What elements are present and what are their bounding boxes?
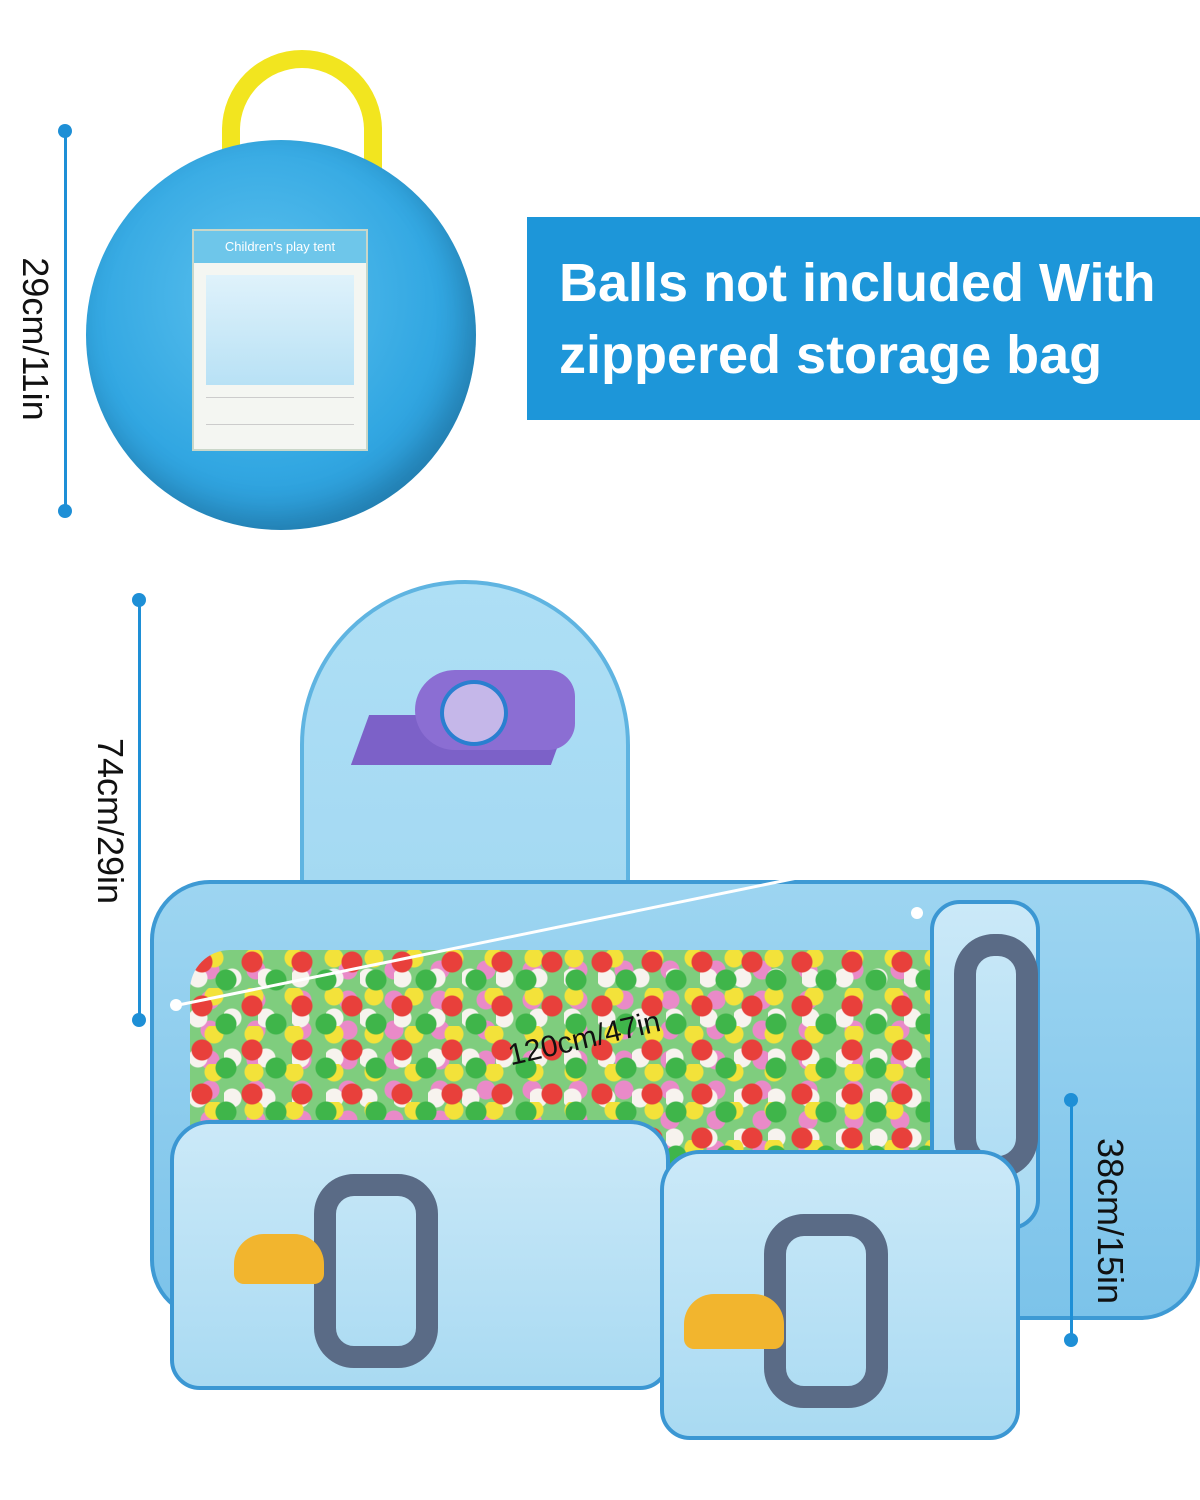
wall-height-label: 38cm/15in — [1090, 1137, 1131, 1305]
basketball-hoop — [440, 680, 508, 746]
banner-line-1: Balls not included With — [559, 253, 1156, 313]
pit-dimension-bottom-dot — [132, 1013, 146, 1027]
road-pattern — [764, 1214, 888, 1408]
road-pattern — [954, 934, 1038, 1178]
car-picture — [234, 1234, 324, 1284]
info-banner: Balls not included With zippered storage… — [527, 217, 1200, 420]
pit-front-panel-left — [170, 1120, 670, 1390]
pit-diameter-left-dot — [170, 999, 182, 1011]
pit-height-label: 74cm/29in — [90, 737, 131, 905]
bag-dimension-top-dot — [58, 124, 72, 138]
pit-diameter-right-dot — [911, 907, 923, 919]
bag-product-label: Children's play tent — [192, 229, 368, 451]
pit-front-panel-right — [660, 1150, 1020, 1440]
bag-label-picture — [206, 275, 354, 385]
wall-dimension-bottom-dot — [1064, 1333, 1078, 1347]
road-pattern — [314, 1174, 438, 1368]
wall-dimension-top-dot — [1064, 1093, 1078, 1107]
pit-dimension-top-dot — [132, 593, 146, 607]
bag-label-title: Children's play tent — [194, 231, 366, 263]
bag-dimension-line — [64, 130, 67, 510]
pit-dimension-line — [138, 598, 141, 1018]
bag-dimension-bottom-dot — [58, 504, 72, 518]
car-picture — [684, 1294, 784, 1349]
wall-dimension-line — [1070, 1100, 1073, 1340]
bag-label-icon-strip — [206, 397, 354, 425]
bag-height-label: 29cm/11in — [15, 257, 56, 421]
banner-line-2: zippered storage bag — [559, 325, 1103, 385]
